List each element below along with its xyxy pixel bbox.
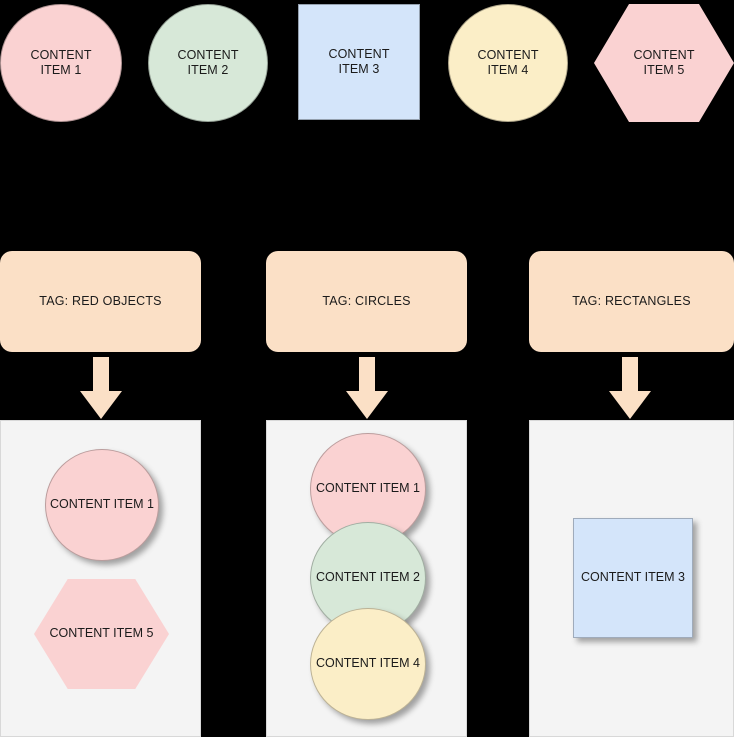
grouped-item-label: CONTENT ITEM 1 (316, 481, 420, 496)
tag-card-label: TAG: CIRCLES (322, 293, 411, 308)
source-item-label: CONTENT ITEM 3 (328, 46, 390, 76)
arrow-head (80, 391, 122, 419)
source-item-content-item-1[interactable]: CONTENT ITEM 1 (0, 4, 122, 122)
arrow-head (609, 391, 651, 419)
source-item-content-item-4[interactable]: CONTENT ITEM 4 (448, 4, 568, 122)
tag-card-label: TAG: RED OBJECTS (39, 293, 162, 308)
source-item-label: CONTENT ITEM 2 (177, 47, 239, 77)
arrow-head (346, 391, 388, 419)
tag-card-tag-red-objects[interactable]: TAG: RED OBJECTS (0, 251, 201, 352)
container-red-objects[interactable]: CONTENT ITEM 1 CONTENT ITEM 5 (0, 420, 201, 737)
grouped-item-content-item-3[interactable]: CONTENT ITEM 3 (573, 518, 693, 638)
arrow-rectangles-icon (609, 357, 651, 419)
tag-card-tag-rectangles[interactable]: TAG: RECTANGLES (529, 251, 734, 352)
arrow-shaft (93, 357, 109, 393)
arrow-circles-icon (346, 357, 388, 419)
source-item-label: CONTENT ITEM 4 (477, 47, 539, 77)
container-circles[interactable]: CONTENT ITEM 1 CONTENT ITEM 2 CONTENT ITEM… (266, 420, 467, 737)
tag-card-tag-circles[interactable]: TAG: CIRCLES (266, 251, 467, 352)
tag-card-label: TAG: RECTANGLES (572, 293, 691, 308)
grouped-item-label: CONTENT ITEM 4 (316, 656, 420, 671)
grouped-item-label: CONTENT ITEM 2 (316, 570, 420, 585)
source-item-label: CONTENT ITEM 5 (633, 47, 695, 77)
grouped-item-label: CONTENT ITEM 5 (49, 626, 154, 641)
source-item-content-item-5[interactable]: CONTENT ITEM 5 (594, 4, 734, 122)
arrow-shaft (359, 357, 375, 393)
grouped-item-label: CONTENT ITEM 1 (50, 497, 154, 512)
grouped-item-content-item-5[interactable]: CONTENT ITEM 5 (34, 579, 169, 689)
grouped-item-content-item-1[interactable]: CONTENT ITEM 1 (45, 449, 159, 561)
arrow-red-objects-icon (80, 357, 122, 419)
source-item-content-item-3[interactable]: CONTENT ITEM 3 (298, 4, 420, 120)
source-item-content-item-2[interactable]: CONTENT ITEM 2 (148, 4, 268, 122)
source-item-label: CONTENT ITEM 1 (30, 47, 92, 77)
arrow-shaft (622, 357, 638, 393)
grouped-item-label: CONTENT ITEM 3 (581, 570, 685, 585)
container-rectangles[interactable]: CONTENT ITEM 3 (529, 420, 734, 737)
grouped-item-content-item-4[interactable]: CONTENT ITEM 4 (310, 608, 426, 720)
